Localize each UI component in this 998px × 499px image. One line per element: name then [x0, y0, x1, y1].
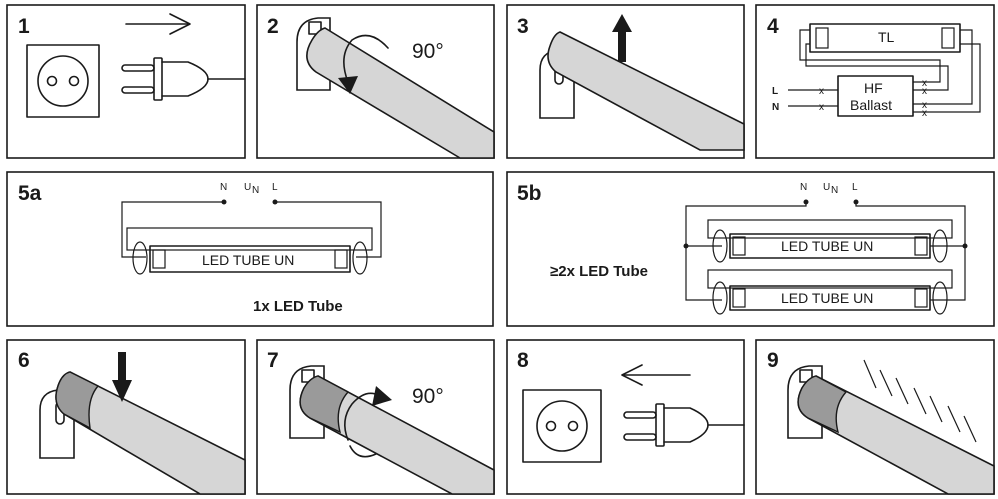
led-tube-icon: [547, 31, 745, 151]
voltage-subscript: N: [831, 185, 838, 196]
svg-text:x: x: [819, 86, 824, 97]
panel-step-1: 1: [6, 4, 246, 159]
voltage-label: U: [823, 182, 830, 193]
live-label: L: [852, 182, 858, 193]
live-label: L: [272, 182, 278, 193]
caption-2x-led-tube: ≥2x LED Tube: [550, 263, 648, 280]
led-tube-icon: [797, 375, 995, 495]
svg-text:x: x: [922, 86, 927, 97]
step-number-6: 6: [18, 349, 30, 372]
step-number-5a: 5a: [18, 182, 42, 205]
led-tube-label-1: LED TUBE UN: [781, 238, 873, 254]
voltage-label: U: [244, 182, 251, 193]
voltage-subscript: N: [252, 185, 259, 196]
arrow-right-icon: [125, 13, 191, 35]
light-rays-icon: [863, 359, 977, 443]
led-tube-icon: [306, 27, 495, 159]
panel-step-8: 8: [506, 339, 745, 495]
led-tube-label-2: LED TUBE UN: [781, 290, 873, 306]
plug-icon: [623, 403, 745, 447]
arrow-up-icon: [612, 14, 632, 62]
panel-step-6: 6: [6, 339, 246, 495]
step-number-2: 2: [267, 15, 279, 38]
ballast-label: Ballast: [850, 97, 892, 113]
live-label: L: [772, 86, 778, 97]
ballast-label-hf: HF: [864, 80, 883, 96]
panel-step-2: 2 90°: [256, 4, 495, 159]
tube-label-tl: TL: [878, 29, 895, 45]
svg-text:x: x: [922, 100, 927, 111]
led-tube-icon: [299, 375, 495, 495]
plug-icon: [121, 57, 246, 101]
svg-text:x: x: [819, 102, 824, 113]
rotation-angle-label: 90°: [412, 385, 444, 408]
step-number-3: 3: [517, 15, 529, 38]
wiring-diagram-ballast: TL HF Ballast L N x x x x x x: [772, 23, 981, 119]
rotate-arrow-icon: [338, 34, 389, 94]
step-number-7: 7: [267, 349, 279, 372]
svg-text:x: x: [922, 108, 927, 119]
neutral-label: N: [800, 182, 807, 193]
led-tube-icon: [55, 371, 246, 495]
caption-1x-led-tube: 1x LED Tube: [253, 298, 343, 315]
panel-step-3: 3: [506, 4, 745, 159]
wall-socket-icon: [26, 44, 100, 118]
step-number-9: 9: [767, 349, 779, 372]
arrow-left-icon: [621, 364, 691, 386]
step-number-1: 1: [18, 15, 30, 38]
neutral-label: N: [220, 182, 227, 193]
panel-step-4: 4 TL HF Ballast L N x x x x x x: [755, 4, 995, 159]
panel-step-5a: 5a N U N L LED TUBE UN 1x LED Tube: [6, 171, 494, 327]
rotation-angle-label: 90°: [412, 40, 444, 63]
panel-step-9: 9: [755, 339, 995, 495]
rotate-arrow-icon: [344, 386, 392, 458]
panel-step-7: 7 90°: [256, 339, 495, 495]
step-number-5b: 5b: [517, 182, 542, 205]
neutral-label: N: [772, 102, 779, 113]
svg-text:x: x: [922, 78, 927, 89]
step-number-8: 8: [517, 349, 529, 372]
arrow-down-icon: [112, 352, 132, 402]
step-number-4: 4: [767, 15, 779, 38]
wall-socket-icon: [522, 389, 602, 463]
led-tube-label: LED TUBE UN: [202, 252, 294, 268]
panel-step-5b: 5b N U N L LED TUBE UN LED TUBE UN ≥2x L…: [506, 171, 995, 327]
